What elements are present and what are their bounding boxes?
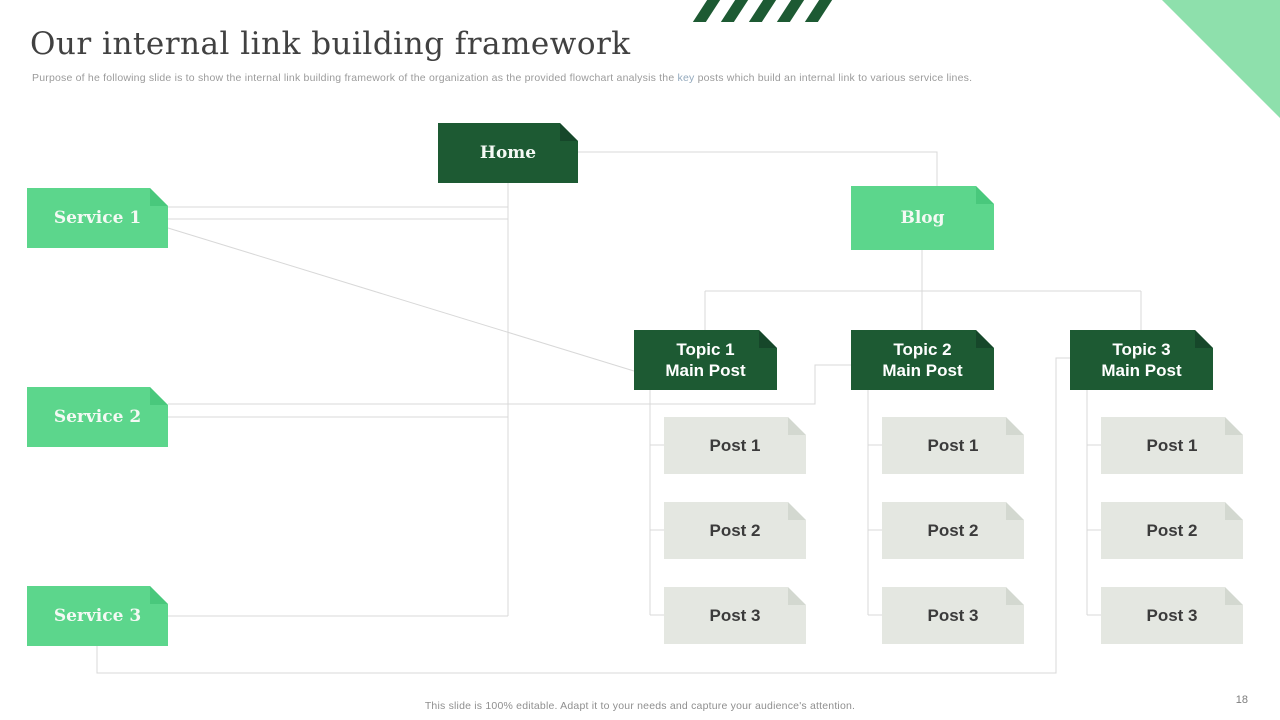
footer-note: This slide is 100% editable. Adapt it to… bbox=[424, 700, 856, 712]
page-number: 18 bbox=[1235, 694, 1248, 706]
slash-icon bbox=[804, 0, 833, 22]
folded-corner-icon bbox=[1195, 330, 1213, 348]
topic-1-line1: Topic 1 bbox=[676, 340, 735, 359]
folded-corner-icon bbox=[560, 123, 578, 141]
topic-2-main-post-node[interactable]: Topic 2 Main Post bbox=[851, 330, 994, 390]
topic-2-line2: Main Post bbox=[882, 361, 963, 380]
slash-icon bbox=[692, 0, 721, 22]
service-1-label: Service 1 bbox=[53, 208, 142, 228]
folded-corner-icon bbox=[150, 586, 168, 604]
folded-corner-icon bbox=[1225, 502, 1243, 520]
topic-2-post-2-node[interactable]: Post 2 bbox=[882, 502, 1024, 559]
topic-3-post-1-node[interactable]: Post 1 bbox=[1101, 417, 1243, 474]
post-label: Post 3 bbox=[709, 606, 761, 625]
subtitle-text: Purpose of he following slide is to show… bbox=[32, 72, 678, 84]
folded-corner-icon bbox=[1006, 587, 1024, 605]
post-label: Post 3 bbox=[1146, 606, 1198, 625]
folded-corner-icon bbox=[1006, 502, 1024, 520]
service-3-label: Service 3 bbox=[53, 606, 142, 626]
topic-1-post-2-node[interactable]: Post 2 bbox=[664, 502, 806, 559]
post-label: Post 2 bbox=[709, 521, 761, 540]
post-label: Post 1 bbox=[927, 436, 979, 455]
post-label: Post 1 bbox=[709, 436, 761, 455]
post-label: Post 3 bbox=[927, 606, 979, 625]
subtitle-highlight: key bbox=[677, 72, 695, 84]
topic-2-post-3-node[interactable]: Post 3 bbox=[882, 587, 1024, 644]
folded-corner-icon bbox=[1225, 417, 1243, 435]
topic-2-post-1-node[interactable]: Post 1 bbox=[882, 417, 1024, 474]
blog-label: Blog bbox=[900, 208, 945, 228]
topic-1-line2: Main Post bbox=[665, 361, 746, 380]
topic-1-label: Topic 1 Main Post bbox=[665, 339, 745, 381]
service-3-node[interactable]: Service 3 bbox=[27, 586, 168, 646]
topic-2-label: Topic 2 Main Post bbox=[882, 339, 962, 381]
topic-1-main-post-node[interactable]: Topic 1 Main Post bbox=[634, 330, 777, 390]
home-label: Home bbox=[479, 143, 537, 163]
topic-3-post-2-node[interactable]: Post 2 bbox=[1101, 502, 1243, 559]
corner-triangle-decoration bbox=[1162, 0, 1280, 118]
topic-1-post-1-node[interactable]: Post 1 bbox=[664, 417, 806, 474]
slash-icon bbox=[720, 0, 749, 22]
folded-corner-icon bbox=[788, 417, 806, 435]
blog-node[interactable]: Blog bbox=[851, 186, 994, 250]
folded-corner-icon bbox=[976, 330, 994, 348]
topic-2-line1: Topic 2 bbox=[893, 340, 952, 359]
topic-1-post-3-node[interactable]: Post 3 bbox=[664, 587, 806, 644]
folded-corner-icon bbox=[1006, 417, 1024, 435]
topic-3-post-3-node[interactable]: Post 3 bbox=[1101, 587, 1243, 644]
folded-corner-icon bbox=[788, 587, 806, 605]
service-2-label: Service 2 bbox=[53, 407, 142, 427]
slash-marks-decoration bbox=[692, 0, 840, 22]
post-label: Post 2 bbox=[927, 521, 979, 540]
post-label: Post 1 bbox=[1146, 436, 1198, 455]
slash-icon bbox=[776, 0, 805, 22]
topic-3-line1: Topic 3 bbox=[1112, 340, 1171, 359]
home-node[interactable]: Home bbox=[438, 123, 578, 183]
folded-corner-icon bbox=[759, 330, 777, 348]
slash-icon bbox=[748, 0, 777, 22]
subtitle-text: posts which build an internal link to va… bbox=[694, 72, 973, 84]
folded-corner-icon bbox=[788, 502, 806, 520]
folded-corner-icon bbox=[150, 188, 168, 206]
slide-subtitle: Purpose of he following slide is to show… bbox=[32, 72, 972, 84]
service-2-node[interactable]: Service 2 bbox=[27, 387, 168, 447]
topic-3-line2: Main Post bbox=[1101, 361, 1182, 380]
folded-corner-icon bbox=[1225, 587, 1243, 605]
page-title: Our internal link building framework bbox=[30, 26, 631, 62]
folded-corner-icon bbox=[976, 186, 994, 204]
folded-corner-icon bbox=[150, 387, 168, 405]
post-label: Post 2 bbox=[1146, 521, 1198, 540]
service-1-node[interactable]: Service 1 bbox=[27, 188, 168, 248]
topic-3-label: Topic 3 Main Post bbox=[1101, 339, 1181, 381]
topic-3-main-post-node[interactable]: Topic 3 Main Post bbox=[1070, 330, 1213, 390]
